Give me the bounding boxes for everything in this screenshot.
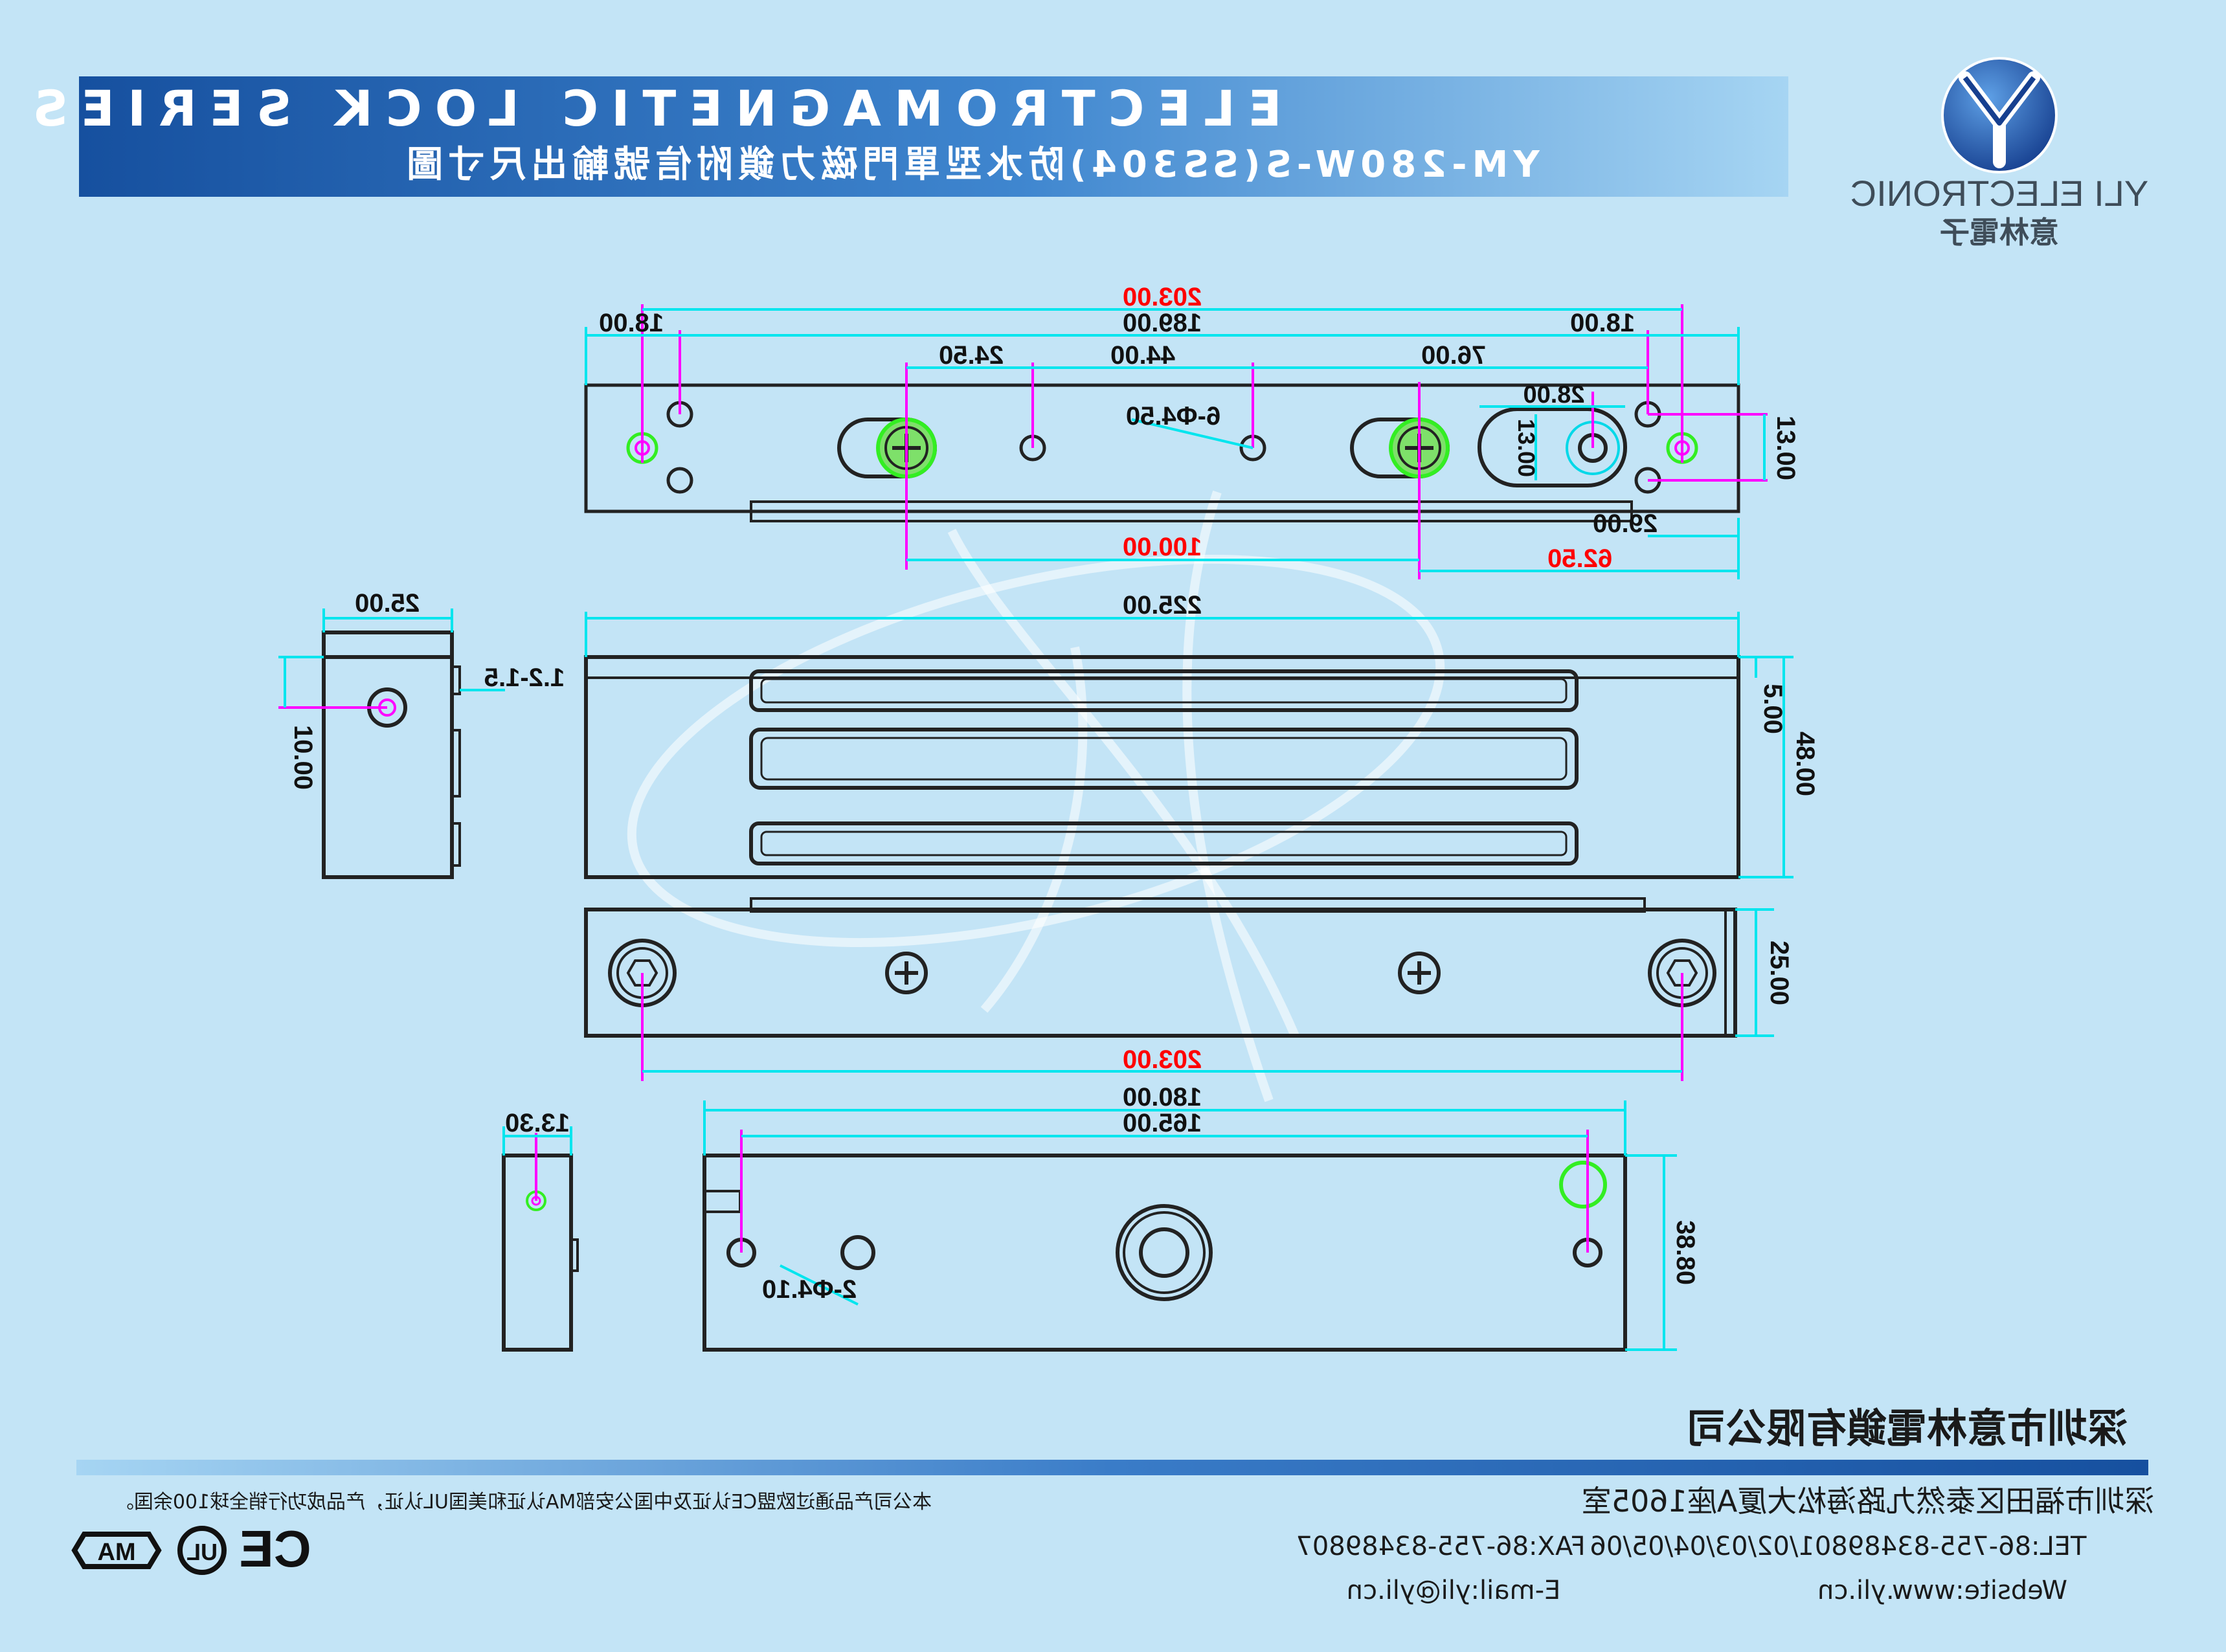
dim-front-length: 225.00 [1123,591,1202,620]
dim-right-span: 62.50 [1547,544,1612,573]
dim-side-gap: 1.2-1.5 [484,664,565,692]
dim-right-edge: 29.00 [1593,509,1658,538]
dimension-labels: 203.00 189.00 18.00 18.00 24.50 44.00 76… [289,283,1819,1304]
dim-side-hole-height: 10.00 [289,725,317,790]
dim-front-height: 48.00 [1791,731,1819,796]
company-logo: YLI ELECTRONIC 意林電子 [1850,57,2149,250]
dim-bottom-overall: 203.00 [1123,1045,1202,1074]
cross-screw-icon [885,952,1441,994]
side-view [322,631,461,879]
dim-top-right-offset: 18.00 [1570,309,1635,337]
signal-boss [1478,407,1627,487]
dim-armature-height: 38.80 [1671,1220,1700,1285]
ul-badge-icon: UL [177,1526,227,1575]
tel-text: TEL:86-755-83489801/02/03/04/05/06 [1590,1532,2087,1561]
footer-rule [76,1460,2148,1475]
website-link[interactable]: Website:www.yli.cn [1817,1576,2067,1605]
banner-title: ELECTROMAGNETIC LOCK SERIES [19,80,1281,137]
brand-name-cn: 意林電子 [1940,215,2059,250]
address-text: 深圳市福田区泰然九路海松大厦A座1605室 [1582,1484,2155,1519]
dim-armature-holes-span: 165.00 [1123,1109,1202,1137]
dim-bracket-span: 100.00 [1123,533,1202,561]
dim-side-width: 25.00 [355,589,420,618]
dimension-lines [278,304,1793,1351]
footer: 深圳市意林電鎖有限公司 深圳市福田区泰然九路海松大厦A座1605室 本公司产品通… [71,1405,2155,1605]
armature-side-view [502,1154,579,1352]
ce-badge-icon: CE [239,1520,311,1578]
dim-top-span: 189.00 [1123,309,1202,337]
dim-armature-holes-note: 2-Φ4.10 [762,1275,857,1304]
dim-armature-thickness: 13.30 [505,1109,570,1137]
dim-front-edge: 5.00 [1759,684,1787,734]
company-name: 深圳市意林電鎖有限公司 [1686,1405,2128,1452]
header-banner: ELECTROMAGNETIC LOCK SERIES YM-280W-S(SS… [19,76,1788,197]
certification-text: 本公司产品通过欧盟CE认证及中国公安部MA认证和美国UL认证，产品成功行销全球1… [115,1491,932,1513]
front-view [584,655,1740,879]
dim-hole-gap-b: 44.00 [1110,341,1175,370]
hex-bolt-icon [608,939,1716,1007]
fax-text: FAX:86-755-83489807 [1296,1532,1585,1561]
dim-boss-width: 28.00 [1523,381,1584,408]
watermark [627,490,1445,1102]
dim-top-overall: 203.00 [1123,283,1202,311]
dim-hole-pitch: 13.00 [1771,416,1800,480]
dim-hole-gap-c: 76.00 [1421,341,1486,370]
brand-name-en: YLI ELECTRONIC [1850,173,2149,214]
dim-boss-height: 13.00 [1513,419,1540,477]
svg-text:UL: UL [186,1539,218,1565]
ma-badge-icon: MA [71,1532,162,1569]
dim-armature-overall: 180.00 [1123,1083,1202,1111]
dim-hole-gap-a: 24.50 [939,341,1004,370]
dim-holes-note: 6-Φ4.50 [1126,402,1220,430]
banner-subtitle: YM-280W-S(SS304)防水型單門磁力鎖附信號輸出尺寸圖 [401,144,1540,186]
email-link[interactable]: E-mail:yli@yli.cn [1347,1576,1561,1605]
armature-plate [703,1154,1627,1352]
dim-top-left-offset: 18.00 [599,309,664,337]
svg-text:CE: CE [239,1520,311,1578]
dim-bottom-height: 25.00 [1765,941,1793,1005]
bottom-view [584,897,1737,1038]
svg-text:MA: MA [97,1539,135,1566]
